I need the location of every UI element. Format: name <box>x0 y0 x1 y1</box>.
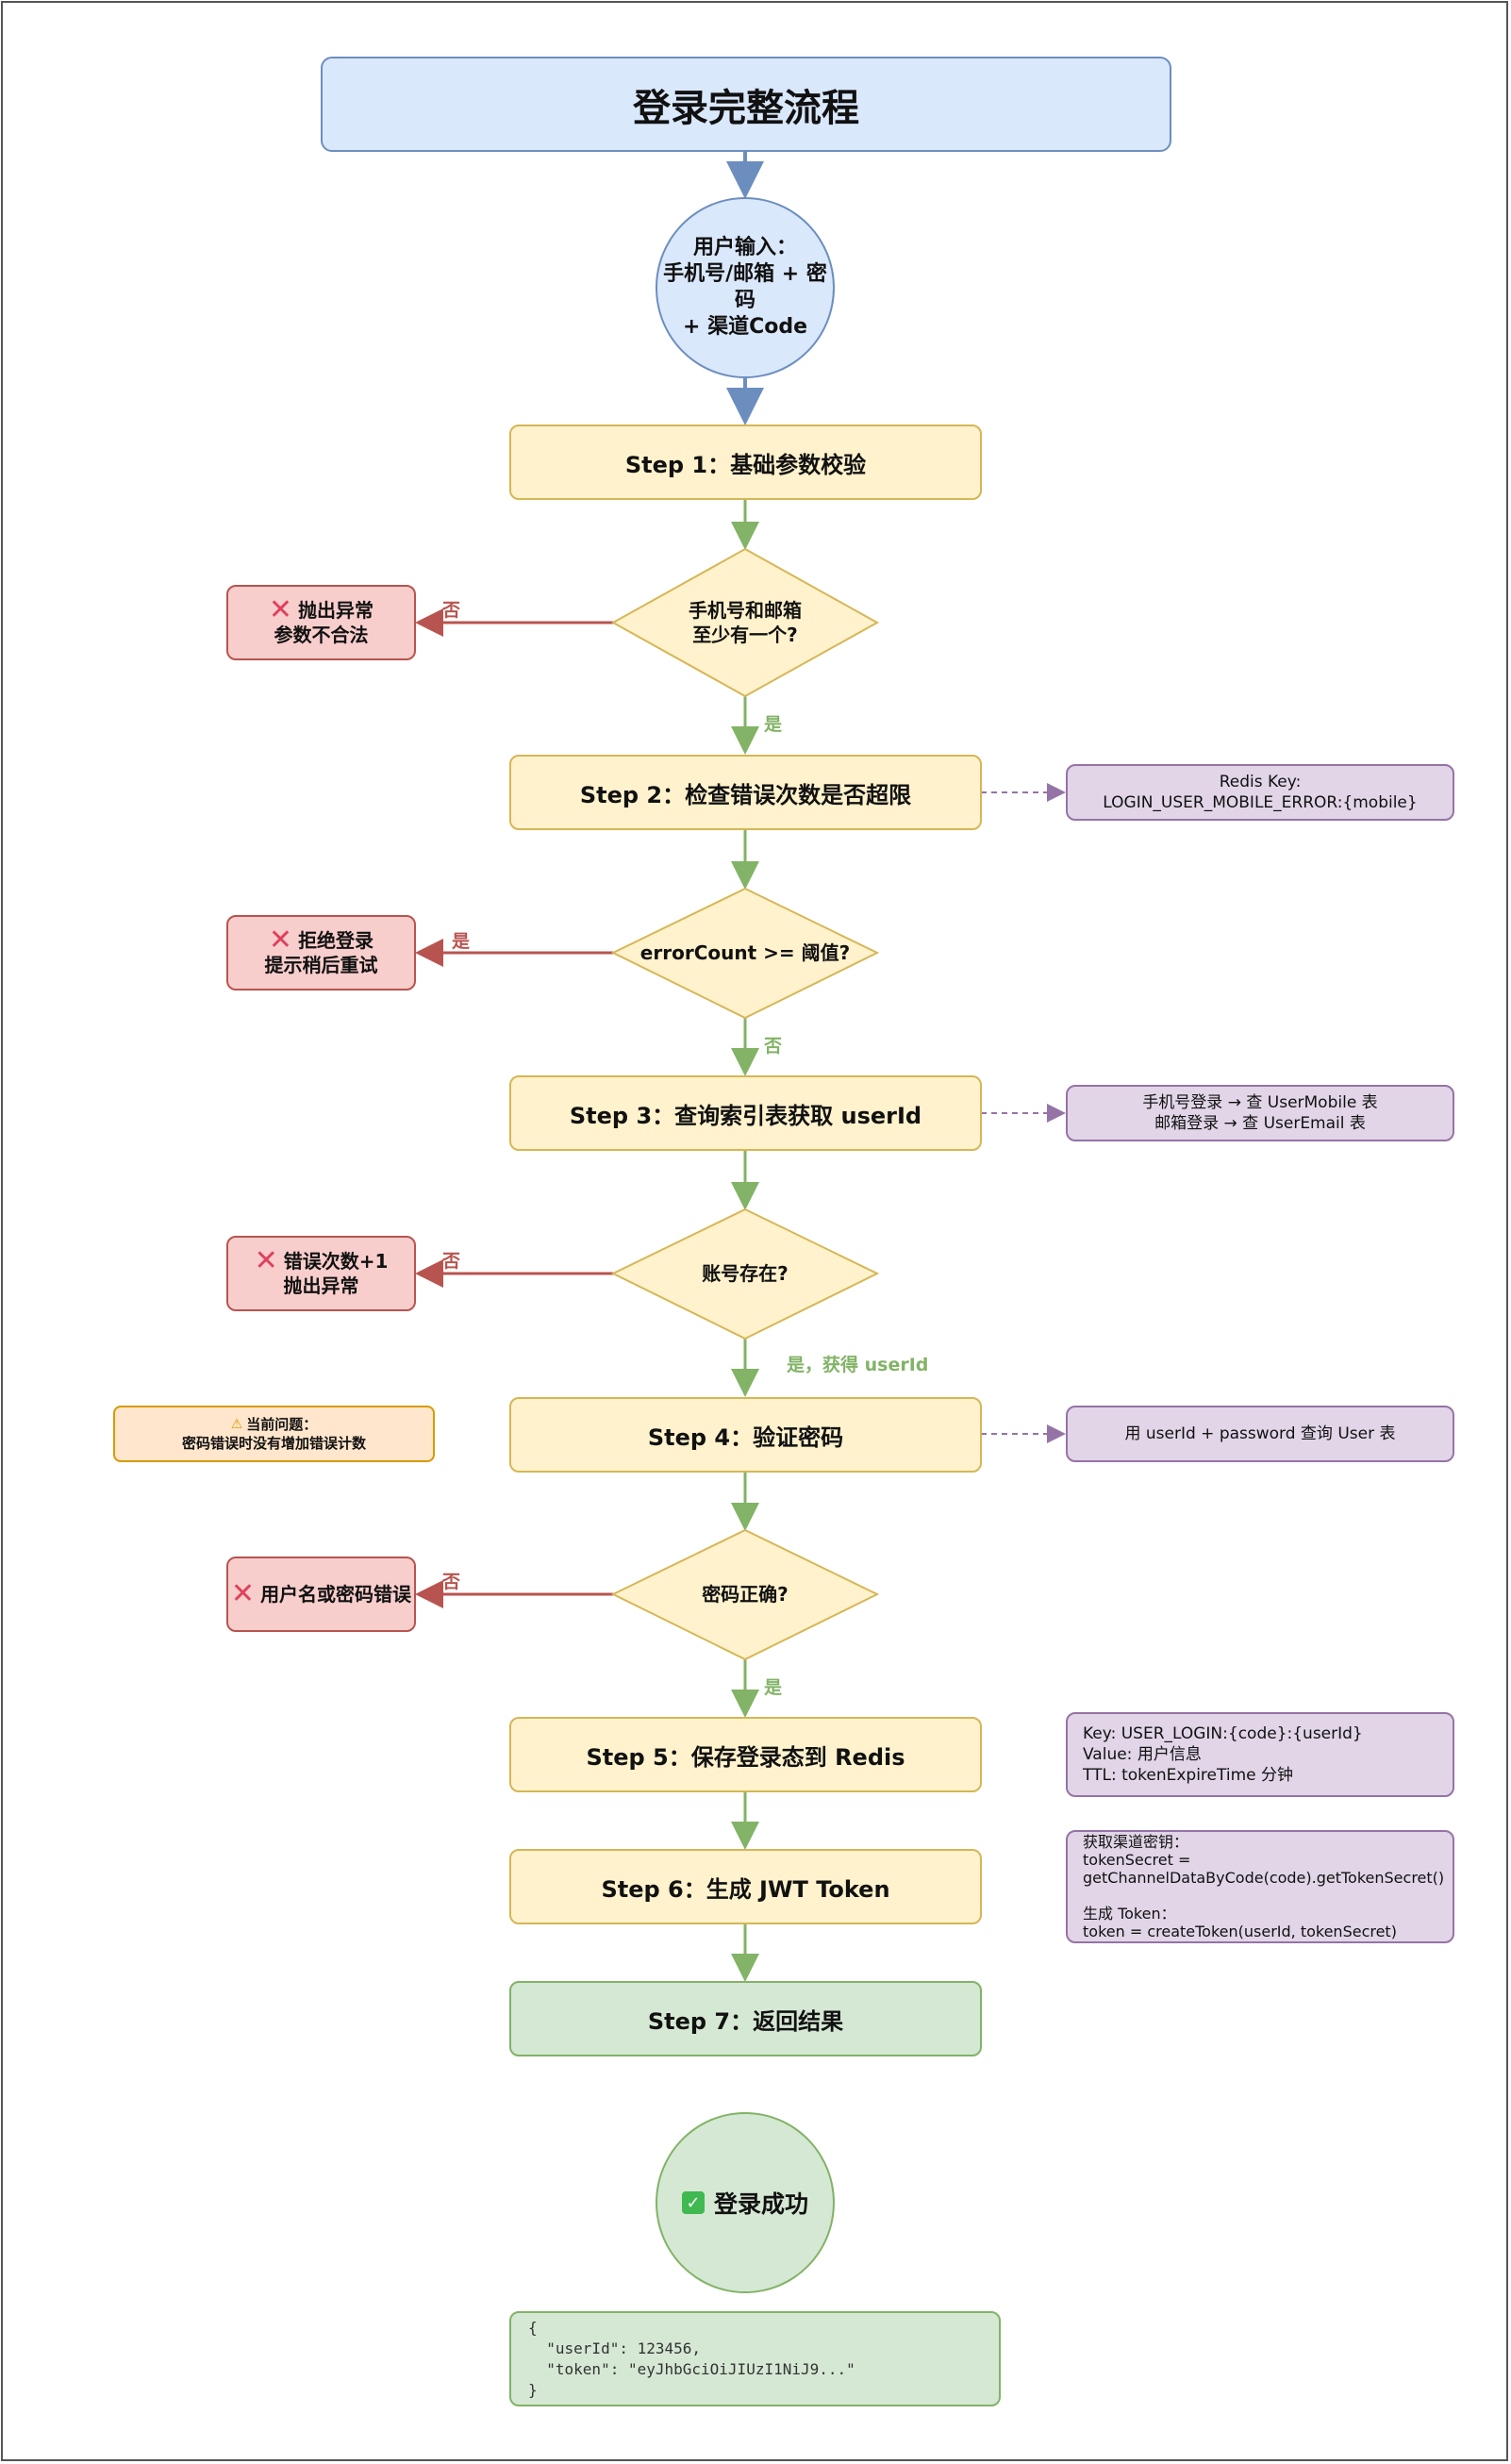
warning-line-1: 当前问题： <box>246 1416 318 1433</box>
label-d1-yes: 是 <box>764 714 783 735</box>
note-6-line-5: token = createToken(userId, tokenSecret) <box>1083 1923 1397 1940</box>
note-token-generation: 获取渠道密钥： tokenSecret = getChannelDataByCo… <box>1066 1830 1454 1943</box>
label-d4-no: 否 <box>442 1572 461 1592</box>
decision-4-text: 密码正确? <box>702 1583 789 1606</box>
note-5-line-2: Value: 用户信息 <box>1083 1745 1202 1764</box>
start-line-3: + 渠道Code <box>682 315 808 339</box>
error-1-line-1: 抛出异常 <box>298 599 374 622</box>
error-box-reject-login: ✕拒绝登录 提示稍后重试 <box>226 915 416 991</box>
note-6-line-1: 获取渠道密钥： <box>1083 1833 1189 1851</box>
note-5-line-3: TTL: tokenExpireTime 分钟 <box>1083 1766 1294 1785</box>
decision-diamond-1 <box>610 547 880 698</box>
label-d2-yes: 是 <box>452 931 471 952</box>
cross-icon: ✕ <box>268 924 293 957</box>
check-icon: ✓ <box>681 2191 705 2214</box>
error-box-wrong-credentials: ✕用户名或密码错误 <box>226 1557 416 1632</box>
start-input-node: 用户输入： 手机号/邮箱 + 密码 + 渠道Code <box>656 197 835 378</box>
label-d3-no: 否 <box>442 1251 461 1272</box>
step-5-box: Step 5：保存登录态到 Redis <box>509 1717 982 1792</box>
error-3-line-2: 抛出异常 <box>283 1274 359 1297</box>
page-title: 登录完整流程 <box>321 57 1171 152</box>
error-1-line-2: 参数不合法 <box>274 624 369 646</box>
note-2-line-1: Redis Key: <box>1219 773 1302 791</box>
note-3-line-1: 手机号登录 → 查 UserMobile 表 <box>1142 1093 1378 1112</box>
step-2-box: Step 2：检查错误次数是否超限 <box>509 755 982 830</box>
decision-1-line-2: 至少有一个? <box>692 624 798 646</box>
label-d3-yes-get-userid: 是，获得 userId <box>787 1355 929 1375</box>
error-3-line-1: 错误次数+1 <box>283 1250 389 1273</box>
label-d4-yes: 是 <box>764 1677 783 1698</box>
start-line-2: 手机号/邮箱 + 密码 <box>663 262 827 312</box>
note-3-line-2: 邮箱登录 → 查 UserEmail 表 <box>1154 1114 1366 1133</box>
label-d1-no: 否 <box>442 600 461 621</box>
warning-icon: ⚠ <box>230 1417 243 1432</box>
note-6-line-4: 生成 Token： <box>1083 1905 1176 1923</box>
label-d2-no: 否 <box>764 1036 783 1057</box>
note-6-line-3: getChannelDataByCode(code).getTokenSecre… <box>1083 1869 1445 1887</box>
decision-1-text: 手机号和邮箱 至少有一个? <box>641 585 849 660</box>
error-box-invalid-params: ✕抛出异常 参数不合法 <box>226 585 416 660</box>
cross-icon: ✕ <box>254 1244 278 1277</box>
cross-icon: ✕ <box>230 1577 256 1610</box>
step-7-box: Step 7：返回结果 <box>509 1981 982 2056</box>
decision-2-text: errorCount >= 阈值? <box>639 941 851 964</box>
note-2-line-2: LOGIN_USER_MOBILE_ERROR:{mobile} <box>1103 793 1418 812</box>
step-6-box: Step 6：生成 JWT Token <box>509 1849 982 1924</box>
error-box-account-missing: ✕错误次数+1 抛出异常 <box>226 1236 416 1311</box>
error-4-line-1: 用户名或密码错误 <box>260 1583 412 1606</box>
warning-line-2: 密码错误时没有增加错误计数 <box>181 1435 366 1452</box>
decision-diamond-3 <box>610 1207 880 1340</box>
note-5-line-1: Key: USER_LOGIN:{code}:{userId} <box>1083 1724 1363 1743</box>
warning-current-issue: ⚠当前问题： 密码错误时没有增加错误计数 <box>113 1406 435 1462</box>
error-2-line-2: 提示稍后重试 <box>264 954 378 976</box>
step-1-box: Step 1：基础参数校验 <box>509 425 982 500</box>
response-json-box: { "userId": 123456, "token": "eyJhbGciOi… <box>509 2311 1001 2406</box>
note-redis-login-key: Key: USER_LOGIN:{code}:{userId} Value: 用… <box>1066 1712 1454 1797</box>
cross-icon: ✕ <box>268 593 293 626</box>
error-2-line-1: 拒绝登录 <box>298 929 374 952</box>
note-6-line-2: tokenSecret = <box>1083 1851 1191 1869</box>
step-4-box: Step 4：验证密码 <box>509 1397 982 1473</box>
decision-diamond-2 <box>610 887 880 1020</box>
note-redis-error-key: Redis Key: LOGIN_USER_MOBILE_ERROR:{mobi… <box>1066 764 1454 821</box>
decision-diamond-4 <box>610 1528 880 1661</box>
note-index-table: 手机号登录 → 查 UserMobile 表 邮箱登录 → 查 UserEmai… <box>1066 1085 1454 1141</box>
start-line-1: 用户输入： <box>692 236 797 259</box>
decision-3-text: 账号存在? <box>702 1262 789 1285</box>
success-label: 登录成功 <box>713 2190 808 2218</box>
step-3-box: Step 3：查询索引表获取 userId <box>509 1075 982 1151</box>
decision-1-line-1: 手机号和邮箱 <box>689 599 802 622</box>
note-user-table: 用 userId + password 查询 User 表 <box>1066 1406 1454 1462</box>
success-node: ✓ 登录成功 <box>656 2112 835 2293</box>
